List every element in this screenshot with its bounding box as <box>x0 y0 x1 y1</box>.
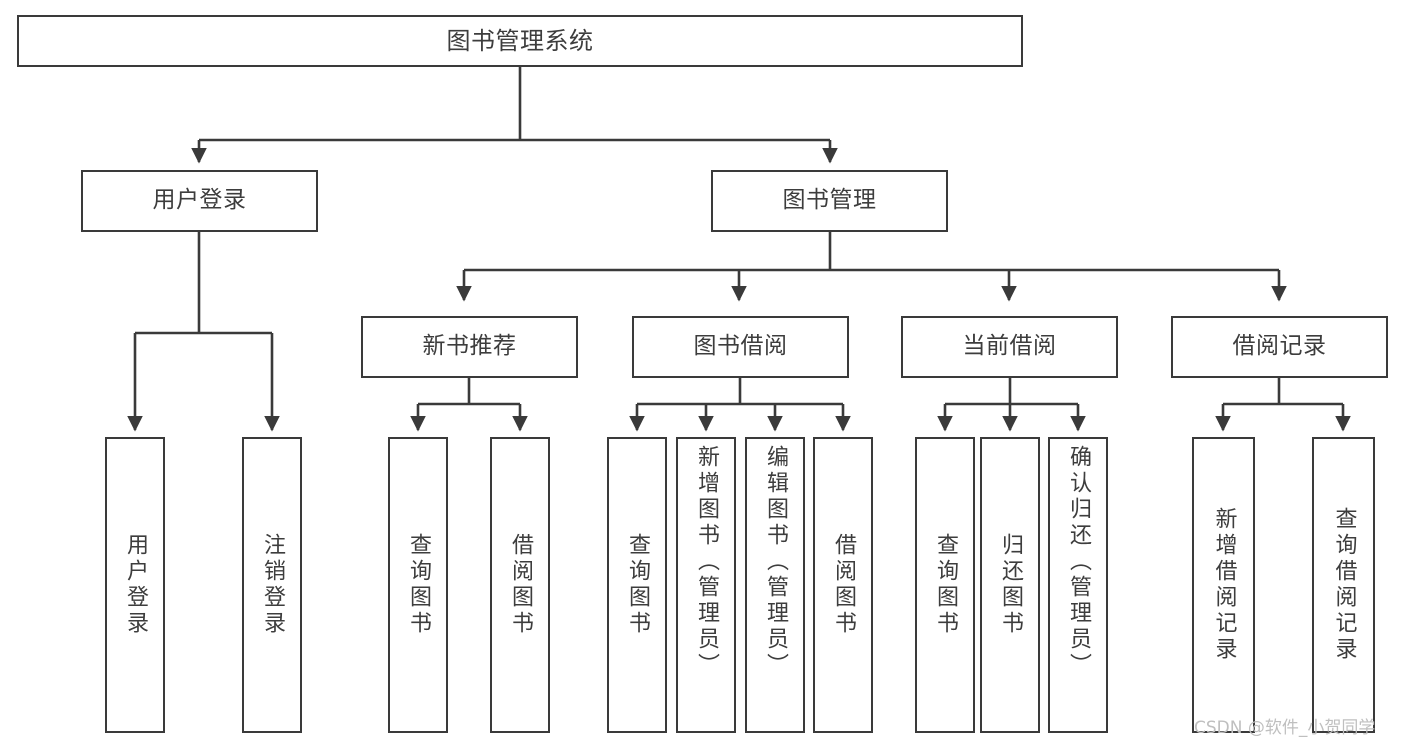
csdn-watermark: CSDN @软件_小贺同学 <box>1194 718 1376 738</box>
node-leaf-current-borrow-query[interactable]: 查询图书 <box>915 437 975 733</box>
node-label: 借阅记录 <box>1232 333 1327 360</box>
node-new-book-recommend[interactable]: 新书推荐 <box>361 316 578 378</box>
node-label: 查询借阅记录 <box>1331 507 1357 663</box>
node-leaf-book-borrow-add[interactable]: 新增图书（管理员） <box>676 437 736 733</box>
node-label: 新书推荐 <box>422 333 517 360</box>
node-label: 注销登录 <box>260 533 285 637</box>
node-label: 图书管理系统 <box>446 26 594 55</box>
node-label: 归还图书 <box>998 533 1023 637</box>
node-label: 当前借阅 <box>962 333 1057 360</box>
node-book-management[interactable]: 图书管理 <box>711 170 948 232</box>
node-label: 借阅图书 <box>831 533 856 637</box>
node-label: 图书借阅 <box>693 333 788 360</box>
node-book-borrow[interactable]: 图书借阅 <box>632 316 849 378</box>
node-leaf-book-borrow-borrow[interactable]: 借阅图书 <box>813 437 873 733</box>
node-leaf-user-login-logout[interactable]: 注销登录 <box>242 437 302 733</box>
node-label: 确认归还（管理员） <box>1066 445 1091 679</box>
node-leaf-borrow-record-add[interactable]: 新增借阅记录 <box>1192 437 1255 733</box>
node-user-login[interactable]: 用户登录 <box>81 170 318 232</box>
node-leaf-current-borrow-return[interactable]: 归还图书 <box>980 437 1040 733</box>
node-label: 查询图书 <box>933 533 958 637</box>
node-leaf-user-login-login[interactable]: 用户登录 <box>105 437 165 733</box>
node-leaf-current-borrow-confirm[interactable]: 确认归还（管理员） <box>1048 437 1108 733</box>
node-label: 图书管理 <box>782 187 877 214</box>
node-label: 查询图书 <box>625 533 650 637</box>
node-leaf-book-borrow-query[interactable]: 查询图书 <box>607 437 667 733</box>
node-leaf-new-book-query[interactable]: 查询图书 <box>388 437 448 733</box>
node-label: 用户登录 <box>152 187 247 214</box>
node-leaf-new-book-borrow[interactable]: 借阅图书 <box>490 437 550 733</box>
node-leaf-borrow-record-query[interactable]: 查询借阅记录 <box>1312 437 1375 733</box>
node-label: 新增借阅记录 <box>1211 507 1237 663</box>
node-label: 借阅图书 <box>508 533 533 637</box>
node-label: 编辑图书（管理员） <box>763 445 788 679</box>
node-root-system[interactable]: 图书管理系统 <box>17 15 1023 67</box>
node-label: 用户登录 <box>123 533 148 637</box>
node-current-borrow[interactable]: 当前借阅 <box>901 316 1118 378</box>
node-label: 查询图书 <box>406 533 431 637</box>
node-borrow-record[interactable]: 借阅记录 <box>1171 316 1388 378</box>
node-label: 新增图书（管理员） <box>694 445 719 679</box>
node-leaf-book-borrow-edit[interactable]: 编辑图书（管理员） <box>745 437 805 733</box>
